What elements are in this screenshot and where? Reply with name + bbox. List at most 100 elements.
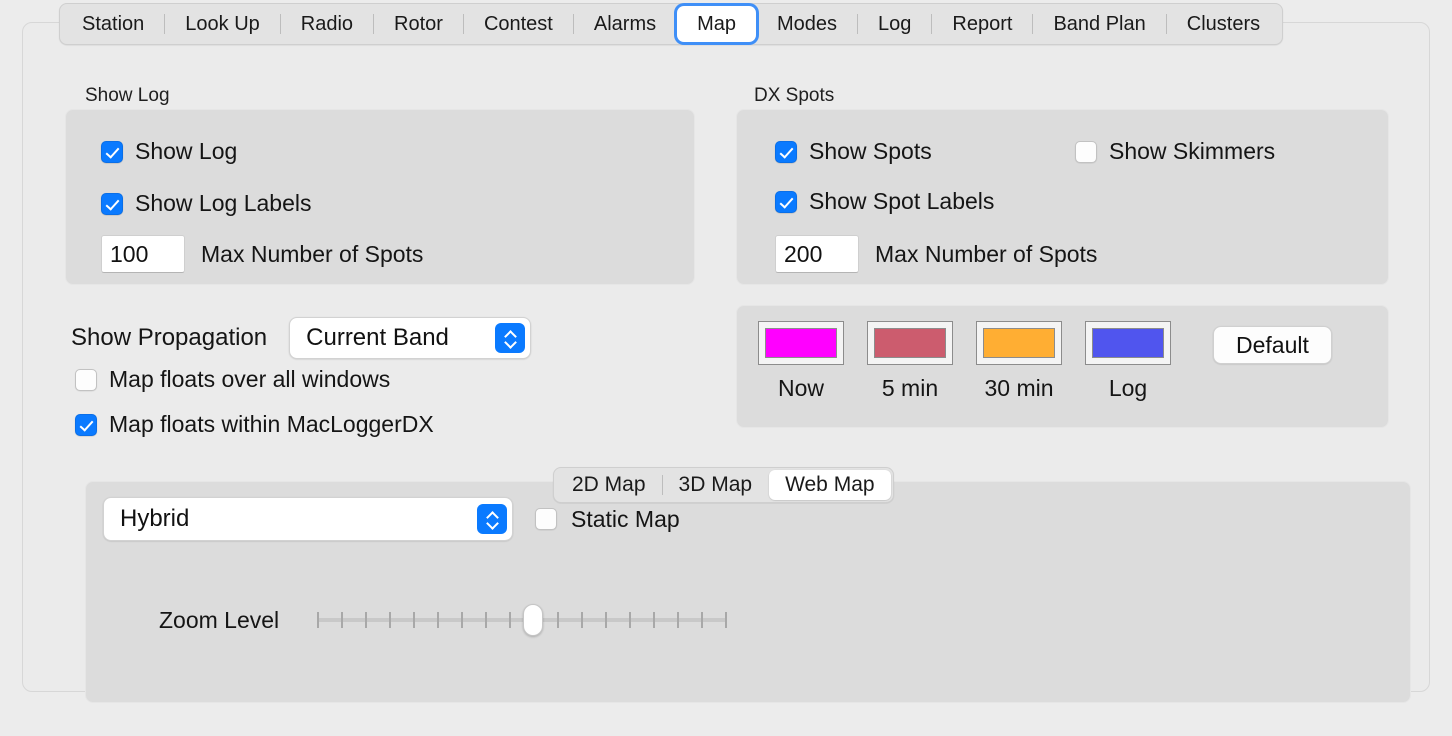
zoom-level-tick — [701, 612, 703, 628]
tab-separator — [857, 14, 859, 34]
map-floats-over-all-windows-checkbox[interactable] — [75, 368, 97, 391]
show-log-max-spots-input[interactable] — [101, 235, 185, 273]
color-swatch-fill — [874, 328, 946, 358]
show-spot-labels-checkbox-row[interactable]: Show Spot Labels — [775, 188, 994, 215]
zoom-level-tick — [509, 612, 511, 628]
color-well-30-min[interactable] — [976, 321, 1062, 365]
color-swatch-fill — [1092, 328, 1164, 358]
dx-spots-group-title: DX Spots — [754, 85, 835, 106]
spot-colors-groupbox — [736, 305, 1389, 428]
map-mode-tab-bar[interactable]: 2D Map 3D Map Web Map — [553, 467, 894, 503]
zoom-level-tick — [485, 612, 487, 628]
chevron-updown-icon[interactable] — [477, 504, 507, 534]
tab-separator — [279, 14, 281, 34]
static-map-checkbox[interactable] — [535, 508, 557, 530]
color-well-caption: Log — [1108, 375, 1148, 401]
swatch-column: Log — [1085, 321, 1171, 402]
map-tab-separator — [661, 475, 663, 495]
show-skimmers-checkbox-label: Show Skimmers — [1109, 138, 1276, 164]
tab-separator — [931, 14, 933, 34]
map-type-value: Hybrid — [120, 505, 190, 532]
chevron-down-icon — [487, 521, 498, 527]
show-skimmers-checkbox[interactable] — [1075, 140, 1097, 163]
zoom-level-tick — [413, 612, 415, 628]
zoom-level-tick — [437, 612, 439, 628]
propagation-band-value: Current Band — [306, 324, 449, 351]
tab-radio[interactable]: Radio — [300, 12, 354, 35]
show-log-group-title: Show Log — [85, 85, 170, 106]
chevron-updown-icon[interactable] — [495, 323, 526, 353]
map-tab-2d-map[interactable]: 2D Map — [572, 473, 646, 496]
tab-alarms[interactable]: Alarms — [593, 12, 657, 35]
tab-band-plan[interactable]: Band Plan — [1053, 12, 1146, 35]
zoom-level-tick — [317, 612, 319, 628]
tab-log[interactable]: Log — [878, 12, 912, 35]
color-well-5-min[interactable] — [867, 321, 953, 365]
static-map-label: Static Map — [571, 505, 680, 532]
show-log-labels-checkbox[interactable] — [101, 192, 123, 215]
zoom-level-slider[interactable] — [317, 601, 728, 639]
dx-spots-max-spots-row[interactable]: Max Number of Spots — [775, 235, 1097, 273]
show-spots-checkbox-label: Show Spots — [809, 138, 932, 164]
color-well-now[interactable] — [758, 321, 844, 365]
show-log-checkbox-label: Show Log — [135, 138, 238, 164]
map-floats-within-maclogger-checkbox[interactable] — [75, 413, 97, 436]
tab-separator — [572, 14, 574, 34]
tab-separator — [1165, 14, 1167, 34]
tab-station[interactable]: Station — [82, 12, 145, 35]
show-log-labels-checkbox-row[interactable]: Show Log Labels — [101, 190, 311, 217]
map-tab-3d-map[interactable]: 3D Map — [678, 473, 753, 496]
map-floats-over-all-windows-label: Map floats over all windows — [109, 366, 391, 392]
zoom-level-slider-track — [317, 618, 728, 622]
tab-map[interactable]: Map — [677, 6, 757, 42]
tab-separator — [164, 14, 166, 34]
zoom-level-tick — [725, 612, 727, 628]
show-spots-checkbox[interactable] — [775, 140, 797, 163]
zoom-level-tick — [653, 612, 655, 628]
map-floats-over-all-row[interactable]: Map floats over all windows — [75, 366, 390, 393]
color-well-log[interactable] — [1085, 321, 1171, 365]
show-log-max-spots-row[interactable]: Max Number of Spots — [101, 235, 423, 273]
map-floats-within-row[interactable]: Map floats within MacLoggerDX — [75, 411, 434, 438]
propagation-band-popup[interactable]: Current Band — [289, 317, 532, 359]
show-spot-labels-checkbox[interactable] — [775, 190, 797, 213]
tab-contest[interactable]: Contest — [483, 12, 553, 35]
tab-look-up[interactable]: Look Up — [185, 12, 260, 35]
zoom-level-tick — [365, 612, 367, 628]
zoom-level-tick — [557, 612, 559, 628]
zoom-level-row: Zoom Level — [159, 601, 728, 639]
show-log-checkbox-row[interactable]: Show Log — [101, 138, 237, 165]
map-tab-web-map[interactable]: Web Map — [769, 470, 891, 500]
show-propagation-label: Show Propagation — [71, 324, 268, 351]
default-colors-button[interactable]: Default — [1213, 326, 1332, 364]
show-propagation-row: Show Propagation Current Band — [71, 317, 532, 359]
zoom-level-tick — [581, 612, 583, 628]
tab-modes[interactable]: Modes — [777, 12, 838, 35]
zoom-level-tick — [389, 612, 391, 628]
map-type-popup[interactable]: Hybrid — [103, 497, 513, 541]
tab-clusters[interactable]: Clusters — [1186, 12, 1261, 35]
show-spot-labels-checkbox-label: Show Spot Labels — [809, 188, 995, 214]
color-well-caption: Now — [777, 375, 824, 401]
show-spots-checkbox-row[interactable]: Show Spots — [775, 138, 932, 165]
show-log-max-spots-label: Max Number of Spots — [201, 240, 424, 267]
tab-separator — [1032, 14, 1034, 34]
preferences-tab-bar[interactable]: Station Look Up Radio Rotor Contest Alarms Map… — [59, 3, 1284, 45]
swatch-column: 5 min — [867, 321, 953, 402]
zoom-level-tick — [629, 612, 631, 628]
show-skimmers-checkbox-row[interactable]: Show Skimmers — [1075, 138, 1275, 165]
tab-separator — [462, 14, 464, 34]
map-floats-within-maclogger-label: Map floats within MacLoggerDX — [109, 411, 434, 437]
zoom-level-tick — [461, 612, 463, 628]
tab-rotor[interactable]: Rotor — [394, 12, 443, 35]
static-map-checkbox-row[interactable]: Static Map — [535, 506, 680, 533]
show-log-checkbox[interactable] — [101, 140, 123, 163]
web-map-controls-row: Hybrid Static Map — [103, 497, 680, 541]
tab-report[interactable]: Report — [952, 12, 1013, 35]
chevron-down-icon — [505, 340, 516, 346]
dx-spots-max-spots-input[interactable] — [775, 235, 859, 273]
color-swatch-fill — [765, 328, 837, 358]
zoom-level-slider-thumb[interactable] — [523, 604, 544, 636]
